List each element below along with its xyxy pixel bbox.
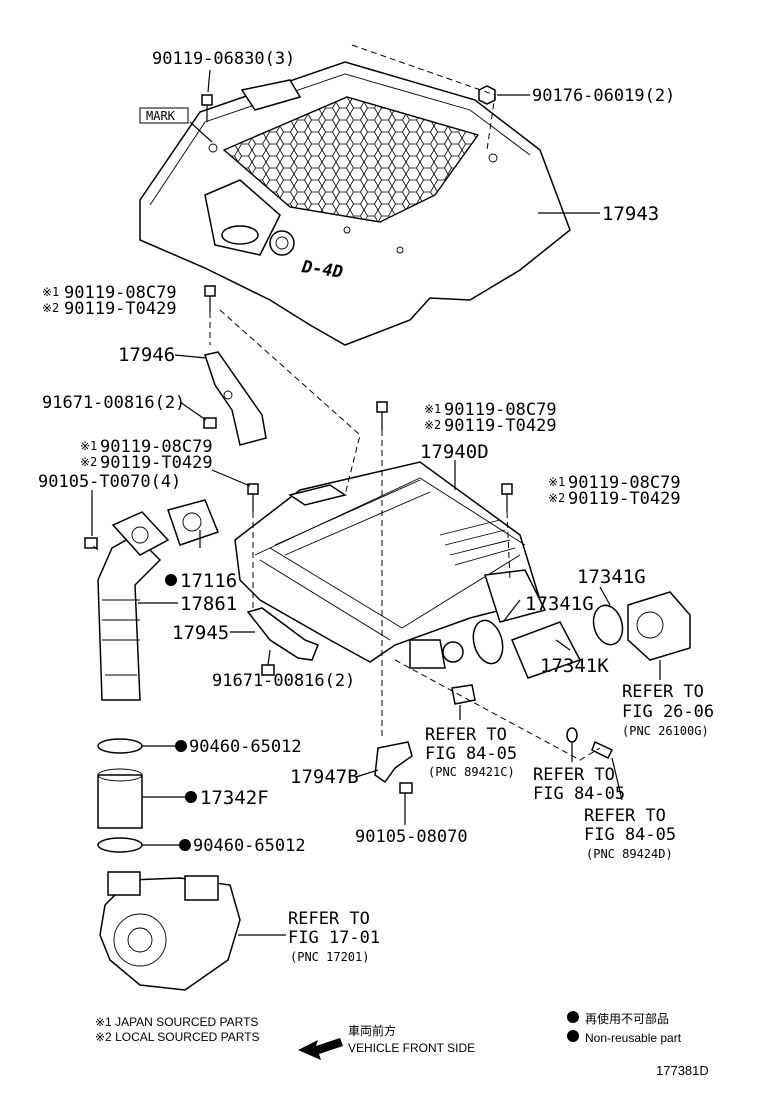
label-17342F: 17342F (200, 787, 269, 809)
front-label-jp: 車両前方 (348, 1023, 396, 1038)
front-arrow-icon (298, 1038, 343, 1060)
label-90176-06019: 90176-06019(2) (532, 86, 675, 106)
hose-17341K (511, 621, 582, 679)
label-17946: 17946 (118, 344, 175, 366)
ref4-line2: FIG 26-06 (622, 702, 714, 722)
clamp-lower-2 (97, 837, 143, 853)
ref2-line2: FIG 84-05 (533, 784, 625, 804)
label-17341G-b: 17341G (525, 593, 594, 615)
label-90119-T0429-br: 90119-T0429 (568, 489, 681, 509)
label-91671-00816-lower: 91671-00816(2) (212, 671, 355, 691)
gasket-17116 (167, 499, 219, 546)
label-90119-T0429-mid: 90119-T0429 (444, 416, 557, 436)
part-labels: 90119-06830(3) 90176-06019(2) 17943 ※1 9… (38, 49, 714, 964)
label-17861: 17861 (180, 593, 237, 615)
mark-1-cc: ※1 (80, 439, 97, 453)
label-90119-06830: 90119-06830(3) (152, 49, 295, 69)
mark-label: MARK (146, 109, 176, 123)
label-90105-T0070: 90105-T0070(4) (38, 472, 181, 492)
label-17341K: 17341K (540, 655, 609, 677)
label-17341G-a: 17341G (577, 566, 646, 588)
ref1-line2: FIG 84-05 (425, 744, 517, 764)
bracket-17945 (246, 607, 319, 661)
hose-17342F (97, 774, 143, 829)
label-90119-T0429-left: 90119-T0429 (64, 299, 177, 319)
bracket-17947B (374, 741, 413, 784)
label-17945: 17945 (172, 622, 229, 644)
mark-box (139, 107, 189, 124)
nonreusable-dot-17116 (165, 574, 177, 586)
label-90460-65012-1: 90460-65012 (189, 737, 302, 757)
mark-2-left: ※2 (42, 301, 59, 315)
ref5-pnc: (PNC 17201) (290, 950, 369, 964)
label-90119-08C79-br: 90119-08C79 (568, 473, 681, 493)
assembly-lines (91, 44, 601, 761)
label-90460-65012-2: 90460-65012 (193, 836, 306, 856)
mark-1-left: ※1 (42, 285, 59, 299)
legend: ※1 JAPAN SOURCED PARTS ※2 LOCAL SOURCED … (95, 1011, 709, 1078)
clamp-lower-1 (97, 738, 143, 754)
label-90119-08C79-cc: 90119-08C79 (100, 437, 213, 457)
legend-local: ※2 LOCAL SOURCED PARTS (95, 1030, 260, 1044)
intercooler (234, 461, 547, 669)
ref5-line2: FIG 17-01 (288, 928, 380, 948)
label-90105-08070: 90105-08070 (355, 827, 468, 847)
label-90119-T0429-cc: 90119-T0429 (100, 453, 213, 473)
turbocharger (99, 871, 241, 991)
nonreusable-dot-90460-1 (175, 740, 187, 752)
clamp-17341G-a (472, 619, 504, 665)
mark-2-mid: ※2 (424, 418, 441, 432)
ref4-pnc: (PNC 26100G) (622, 724, 709, 738)
mark-2-br: ※2 (548, 491, 565, 505)
ref3-pnc: (PNC 89424D) (586, 847, 673, 861)
washer (566, 727, 578, 743)
label-90119-08C79-mid: 90119-08C79 (444, 400, 557, 420)
mark-2-cc: ※2 (80, 455, 97, 469)
ref4-line1: REFER TO (622, 682, 704, 702)
nonreusable-dot-17342F (185, 791, 197, 803)
label-17947B: 17947B (290, 766, 359, 788)
sensor-89421C (451, 684, 476, 705)
nonreusable-legend-dot-1 (567, 1011, 579, 1023)
ref3-line2: FIG 84-05 (584, 825, 676, 845)
mark-1-mid: ※1 (424, 402, 441, 416)
front-label-en: VEHICLE FRONT SIDE (348, 1041, 475, 1055)
intercooler-fins (274, 479, 516, 566)
nonreuse-label-en: Non-reusable part (585, 1031, 682, 1045)
pipe-17861 (97, 511, 170, 701)
throttle-body (627, 591, 691, 661)
label-91671-00816-upper: 91671-00816(2) (42, 393, 185, 413)
ref5-line1: REFER TO (288, 909, 370, 929)
label-90119-08C79-left: 90119-08C79 (64, 283, 177, 303)
sensor-89424D (591, 740, 614, 760)
clamp-17341G-b (592, 604, 624, 646)
label-17116: 17116 (180, 570, 237, 592)
figure-code: 177381D (656, 1063, 709, 1078)
leader-lines (91, 69, 661, 936)
bracket-17946 (204, 351, 267, 446)
engine-cover: D-4D (139, 61, 571, 346)
nonreuse-label-jp: 再使用不可部品 (585, 1011, 669, 1026)
legend-japan: ※1 JAPAN SOURCED PARTS (95, 1015, 258, 1029)
nonreusable-legend-dot-2 (567, 1030, 579, 1042)
ref2-line1: REFER TO (533, 765, 615, 785)
ref1-line1: REFER TO (425, 725, 507, 745)
label-17943: 17943 (602, 203, 659, 225)
ref1-pnc: (PNC 89421C) (428, 765, 515, 779)
ref3-line1: REFER TO (584, 806, 666, 826)
nonreusable-dot-90460-2 (179, 839, 191, 851)
mark-1-br: ※1 (548, 475, 565, 489)
label-17940D: 17940D (420, 441, 489, 463)
